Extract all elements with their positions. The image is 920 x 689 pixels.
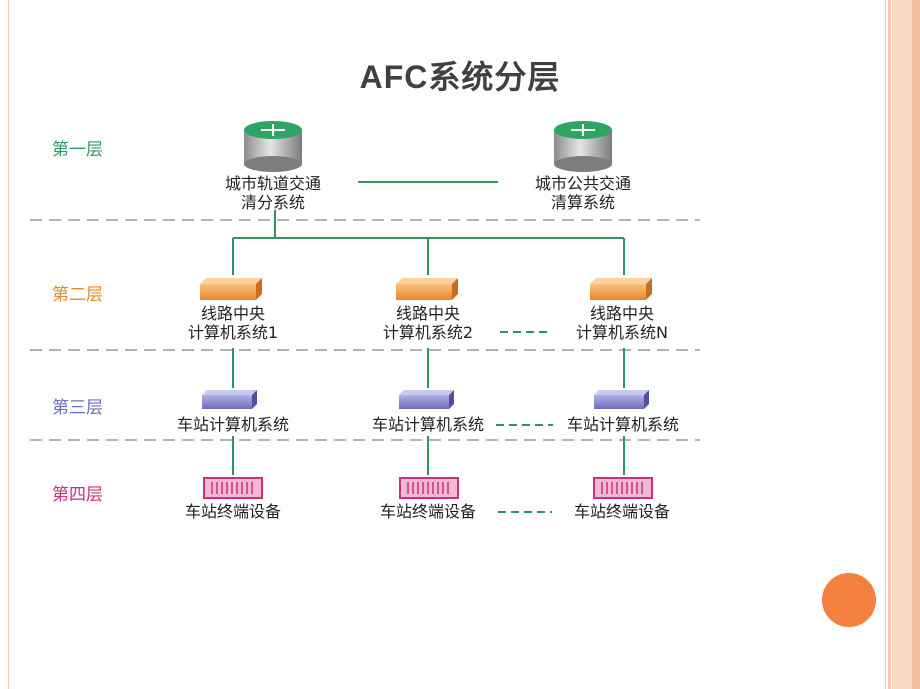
server-box-icon [396, 278, 458, 300]
node-public-transport-settlement: 城市公共交通 清算系统 [523, 174, 643, 212]
node-station-computer-2: 车站计算机系统 [371, 415, 484, 434]
afc-layer-diagram: 第一层 第二层 第三层 第四层 城市轨道交通 清分系统 城市公共交通 清算系统 … [30, 110, 710, 540]
station-box-icon [594, 390, 649, 409]
node-line-central-n: 线路中央 计算机系统N [557, 304, 687, 342]
decorative-stripe [912, 0, 920, 689]
node-line: 计算机系统2 [382, 323, 474, 342]
station-box-icon [202, 390, 257, 409]
node-station-terminal-n: 车站终端设备 [573, 502, 670, 521]
layer-label-1: 第一层 [52, 140, 103, 160]
node-line: 计算机系统1 [187, 323, 279, 342]
terminal-device-icon [203, 477, 263, 499]
node-line: 线路中央 [395, 304, 460, 323]
node-line: 清算系统 [550, 193, 615, 212]
decorative-circle [822, 573, 876, 627]
layer-label-4: 第四层 [52, 485, 103, 505]
layer-label-2: 第二层 [52, 285, 103, 305]
node-station-computer-1: 车站计算机系统 [176, 415, 289, 434]
node-station-terminal-2: 车站终端设备 [379, 502, 476, 521]
node-station-computer-n: 车站计算机系统 [566, 415, 679, 434]
router-icon [554, 121, 612, 172]
node-line: 城市轨道交通 [224, 174, 321, 193]
node-urban-rail-clearing: 城市轨道交通 清分系统 [213, 174, 333, 212]
node-line: 计算机系统N [576, 323, 668, 342]
layer-separators [30, 219, 700, 441]
node-line-central-1: 线路中央 计算机系统1 [168, 304, 298, 342]
connection-lines [232, 181, 625, 513]
decorative-stripe [892, 0, 912, 689]
node-line-central-2: 线路中央 计算机系统2 [363, 304, 493, 342]
server-box-icon [590, 278, 652, 300]
layer-label-3: 第三层 [52, 398, 103, 418]
node-line: 线路中央 [200, 304, 265, 323]
node-line: 城市公共交通 [534, 174, 631, 193]
node-line: 清分系统 [240, 193, 305, 212]
router-icon [244, 121, 302, 172]
node-line: 线路中央 [589, 304, 654, 323]
node-station-terminal-1: 车站终端设备 [184, 502, 281, 521]
diagram-canvas [30, 121, 700, 513]
slide-border [8, 0, 886, 689]
server-box-icon [200, 278, 262, 300]
decorative-stripe [888, 0, 891, 689]
terminal-device-icon [593, 477, 653, 499]
station-box-icon [399, 390, 454, 409]
slide-title: AFC系统分层 [359, 59, 561, 95]
terminal-device-icon [399, 477, 459, 499]
